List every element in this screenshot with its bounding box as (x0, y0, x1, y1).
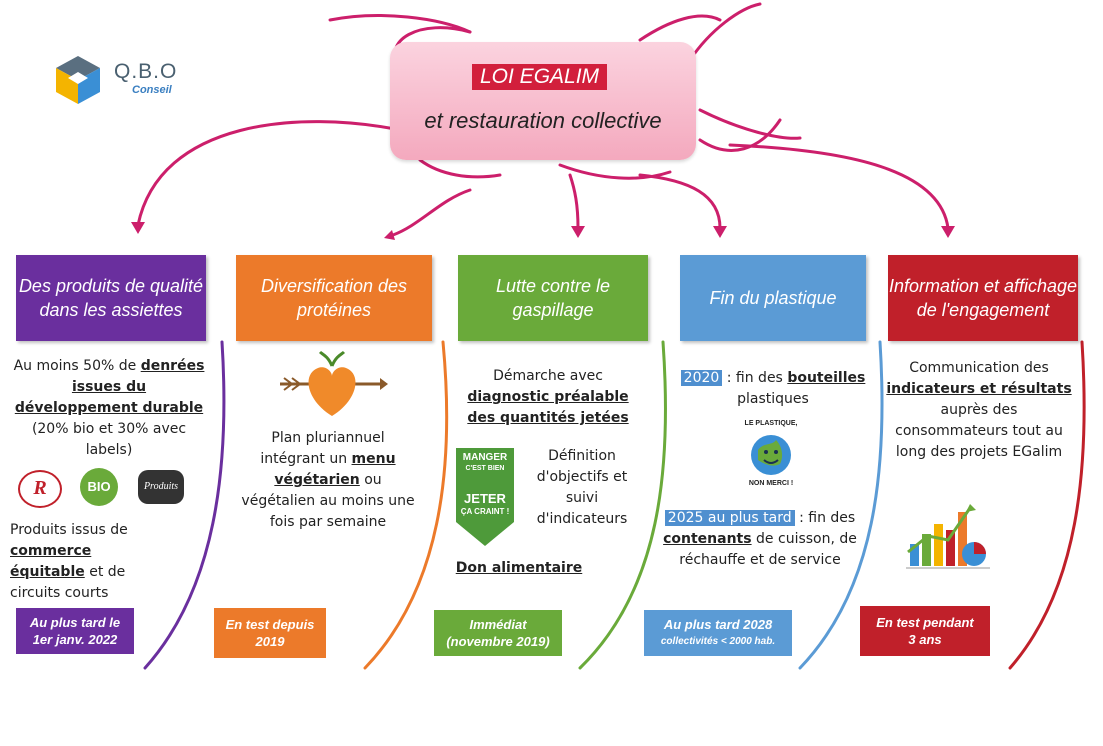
text-information-link: indicateurs et résultats (886, 381, 1072, 397)
year-2025: 2025 au plus tard (664, 510, 795, 526)
text-produits-main: Au moins 50% de denrées issues du dévelo… (10, 356, 208, 461)
text-proteines-pre: Plan pluriannuel intégrant un (260, 430, 385, 467)
text-information-pre: Communication des (909, 360, 1049, 376)
text-gaspillage-pre: Démarche avec (493, 368, 603, 384)
header-produits: Des produits de qualité dans les assiett… (16, 255, 206, 341)
header-produits-label: Des produits de qualité dans les assiett… (18, 276, 204, 320)
bio-icon: BIO (80, 468, 118, 506)
text-gaspillage-main: Démarche avec diagnostic préalable des q… (452, 366, 644, 429)
arrow-heart-icon (280, 350, 388, 416)
text-produits-link: denrées issues du développement durable (14, 358, 205, 416)
badge-shape-icon (456, 448, 514, 546)
year-2020: 2020 (680, 370, 723, 386)
deadline-produits-l2: 1er janv. 2022 (32, 632, 118, 647)
globe-smiley-icon (751, 435, 791, 475)
label-rouge-icon: R (18, 470, 62, 508)
text-proteines: Plan pluriannuel intégrant un menu végét… (238, 428, 418, 533)
logo-name: Q.B.O (114, 60, 178, 83)
deadline-proteines-l2: 2019 (255, 634, 285, 649)
text-produits-pre: Au moins 50% de (13, 358, 141, 374)
header-proteines: Diversification des protéines (236, 255, 432, 341)
text-don-alimentaire: Don alimentaire (444, 558, 594, 579)
stamp-bottom: NON MERCI ! (748, 480, 794, 487)
header-gaspillage-label: Lutte contre le gaspillage (495, 276, 611, 320)
title-main: LOI EGALIM (472, 64, 608, 90)
deadline-produits-l1: Au plus tard le (29, 615, 121, 630)
header-information: Information et affichage de l'engagement (888, 255, 1078, 341)
deadline-proteines: En test depuis 2019 (214, 608, 326, 658)
deadline-information-l2: 3 ans (908, 632, 942, 647)
bar-chart-icon (906, 504, 990, 569)
deadline-gaspillage-l2: (novembre 2019) (446, 634, 550, 649)
text-information: Communication des indicateurs et résulta… (884, 358, 1074, 463)
logo-subtitle: Conseil (132, 84, 172, 96)
cube-icon (56, 56, 100, 104)
deadline-plastique-l1: Au plus tard 2028 (663, 617, 773, 632)
deadline-gaspillage: Immédiat (novembre 2019) (434, 610, 562, 656)
badge-line1: MANGER (462, 452, 508, 463)
deadline-plastique: Au plus tard 2028 collectivités < 2000 h… (644, 610, 792, 656)
text-produits2-pre: Produits issus de (10, 522, 128, 538)
text-information-post: auprès des consommateurs tout au long de… (895, 402, 1063, 460)
deadline-plastique-l2: collectivités < 2000 hab. (660, 636, 776, 647)
deadline-proteines-l1: En test depuis (225, 617, 315, 632)
deadline-information: En test pendant 3 ans (860, 606, 990, 656)
deadline-produits: Au plus tard le 1er janv. 2022 (16, 608, 134, 654)
labels-row: R BIO Produits (14, 466, 204, 508)
produits-fermiers-icon: Produits (138, 470, 184, 504)
text-proteines-link: menu végétarien (274, 451, 396, 488)
title-subtitle: et restauration collective (424, 108, 662, 133)
header-plastique: Fin du plastique (680, 255, 866, 341)
anti-gaspi-badge: MANGER C'EST BIEN JETER ÇA CRAINT ! (456, 448, 514, 546)
title-box: LOI EGALIM et restauration collective (390, 42, 696, 160)
text-plastique-link: bouteilles (787, 370, 866, 386)
text-produits-post: (20% bio et 30% avec labels) (31, 421, 187, 458)
plastique-stamp: LE PLASTIQUE, NON MERCI ! (736, 420, 806, 490)
deadline-information-l1: En test pendant (876, 615, 974, 630)
text-plastique2-post: de cuisson, de réchauffe et de service (679, 531, 857, 568)
text-plastique-2020: 2020 : fin des bouteilles plastiques (680, 368, 866, 410)
deadline-gaspillage-l1: Immédiat (469, 617, 527, 632)
header-gaspillage: Lutte contre le gaspillage (458, 255, 648, 341)
text-gaspillage-objectifs: Définition d'objectifs et suivi d'indica… (536, 448, 628, 527)
logo: Q.B.O Conseil (50, 44, 210, 114)
text-plastique-2025: 2025 au plus tard : fin des contenants d… (662, 508, 858, 571)
text-plastique2-link: contenants (663, 531, 752, 547)
stamp-top: LE PLASTIQUE, (744, 420, 798, 427)
badge-line2: C'EST BIEN (465, 465, 505, 472)
text-produits-second: Produits issus de commerce équitable et … (10, 520, 168, 604)
header-information-label: Information et affichage de l'engagement (888, 276, 1078, 320)
text-produits2-link: commerce équitable (10, 543, 92, 580)
text-proteines-post: ou végétalien au moins une fois par sema… (241, 472, 415, 530)
badge-line3: JETER (464, 491, 506, 506)
text-don-link: Don alimentaire (455, 560, 583, 576)
badge-line4: ÇA CRAINT ! (460, 507, 510, 516)
text-plastique-post: plastiques (737, 391, 809, 407)
text-plastique2-mid: : fin des (794, 510, 856, 526)
text-plastique-mid: : fin des (722, 370, 788, 386)
header-proteines-label: Diversification des protéines (260, 276, 408, 320)
text-gaspillage-link: diagnostic préalable des quantités jetée… (467, 389, 629, 426)
text-produits2-post: et de circuits courts (10, 564, 126, 601)
header-plastique-label: Fin du plastique (709, 288, 837, 308)
